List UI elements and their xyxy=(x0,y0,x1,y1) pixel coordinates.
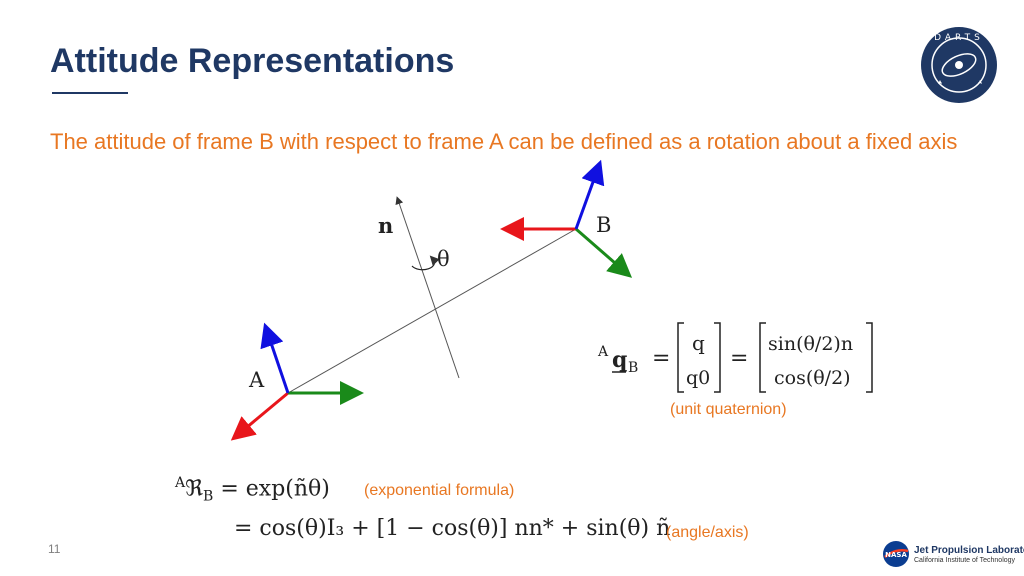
darts-logo: DARTS xyxy=(921,27,997,103)
angle-theta-label: θ xyxy=(437,247,450,271)
nasa-text: NASA xyxy=(885,551,907,559)
svg-text:=: = xyxy=(652,346,670,371)
quat-lhs-pre: A xyxy=(597,344,609,360)
quat-rhs-top: sin(θ/2)n xyxy=(768,333,853,355)
quaternion-note: (unit quaternion) xyxy=(670,401,787,418)
frame-a-x-axis xyxy=(230,391,289,441)
slide-title: Attitude Representations xyxy=(50,42,455,80)
exponential-note: (exponential formula) xyxy=(364,482,515,499)
quat-lhs-sub: B xyxy=(628,360,638,376)
rot-lhs-sub: B xyxy=(203,488,214,505)
logo-text: DARTS xyxy=(934,33,984,43)
rot-lhs: ℜ xyxy=(185,476,204,502)
jpl-institute: California Institute of Technology xyxy=(914,557,1016,564)
theta-arc-icon xyxy=(411,255,440,271)
slide-number: 11 xyxy=(48,542,61,556)
quat-lhs: q xyxy=(612,347,627,373)
rot-line1-expr: = exp(ñθ) xyxy=(220,476,330,502)
quat-rhs-bottom: cos(θ/2) xyxy=(774,367,851,389)
frame-a-label: A xyxy=(248,368,265,392)
angle-axis-note: (angle/axis) xyxy=(666,524,749,541)
title-underline xyxy=(52,92,128,94)
rot-lhs-pre: A xyxy=(175,475,186,491)
frame-b-z-axis xyxy=(574,159,605,230)
frame-b-y-axis xyxy=(575,227,633,278)
jpl-logo: NASA Jet Propulsion Laboratory Californi… xyxy=(882,540,1024,570)
frame-b-label: B xyxy=(596,213,611,237)
rotation-axis-line xyxy=(395,196,460,379)
nasa-meatball-icon: NASA xyxy=(883,541,909,567)
axis-n-label: n xyxy=(378,213,393,238)
rotation-eq-line2: = cos(θ)I₃ + [1 − cos(θ)] nn* + sin(θ) ñ xyxy=(234,516,671,541)
a-to-b-line xyxy=(287,228,577,394)
rotation-eq-line1: AℜB = exp(ñθ) xyxy=(175,475,330,505)
quat-vec-top: q xyxy=(692,331,705,355)
quat-vec-bottom: q0 xyxy=(686,367,710,389)
jpl-org-name: Jet Propulsion Laboratory xyxy=(914,545,1024,556)
slide-subtitle: The attitude of frame B with respect to … xyxy=(50,129,958,154)
frame-a-z-axis xyxy=(260,322,290,394)
svg-text:=: = xyxy=(730,346,748,371)
